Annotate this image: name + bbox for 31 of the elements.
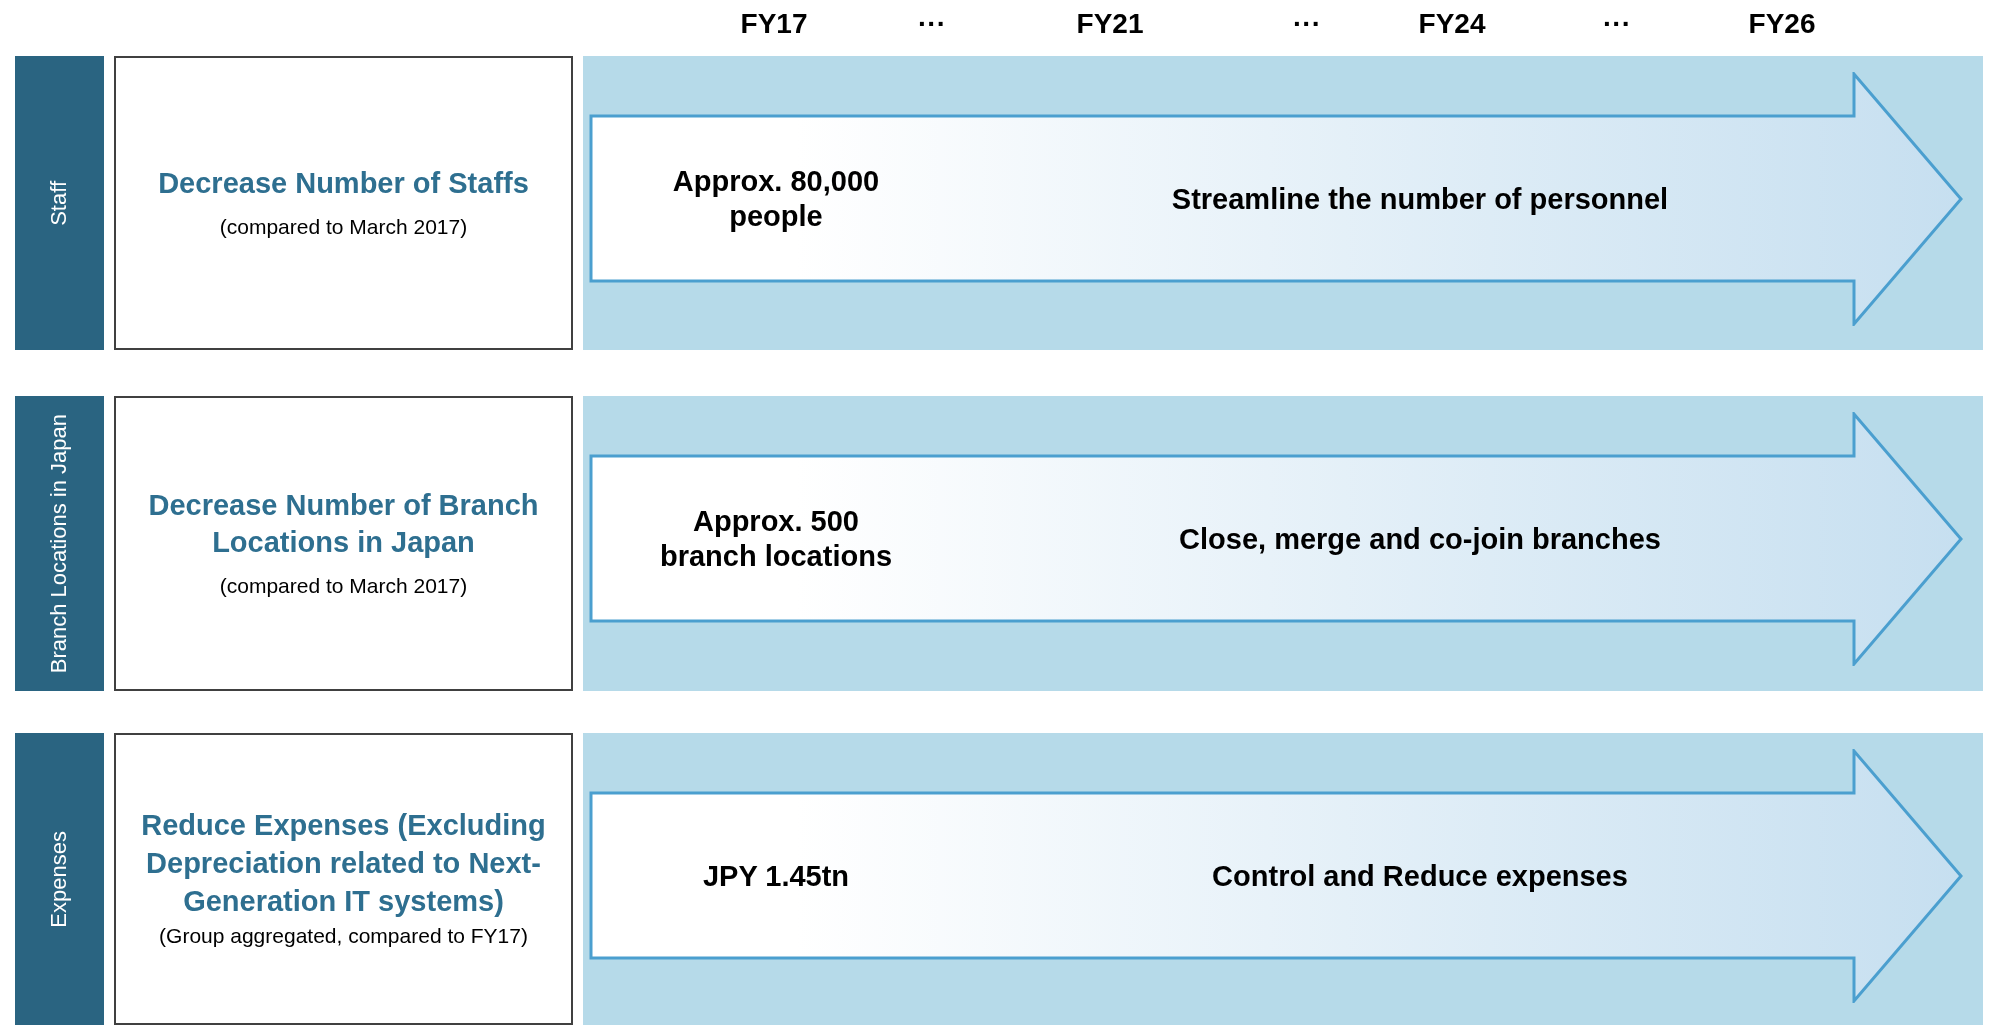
- category-band: [15, 56, 104, 350]
- goal-note: (compared to March 2017): [219, 213, 468, 240]
- category-band: [15, 396, 104, 691]
- fy-label: FY17: [740, 8, 808, 40]
- goal-note: (compared to March 2017): [219, 573, 468, 599]
- ellipsis: ···: [1293, 8, 1321, 40]
- category-band: [15, 733, 104, 1025]
- fy-label: FY21: [1076, 8, 1144, 40]
- baseline-value: Approx. 80,000 people: [671, 164, 881, 234]
- goal-note: (Group aggregated, compared to FY17): [159, 923, 528, 950]
- goal-box: [114, 56, 573, 350]
- ellipsis: ···: [1603, 8, 1631, 40]
- goal-title: Reduce Expenses (Excluding Depreciation related to Next-Generation IT systems): [140, 808, 547, 919]
- timeline-arrow: [589, 412, 1964, 666]
- goal-title: Decrease Number of Branch Locations in Japan: [147, 487, 540, 561]
- fy-label: FY24: [1418, 8, 1486, 40]
- baseline-value: Approx. 500 branch locations: [658, 504, 893, 574]
- goal-title: Decrease Number of Staffs: [158, 166, 529, 201]
- category-label: Expenses: [46, 830, 73, 928]
- action-text: Control and Reduce expenses: [1211, 858, 1629, 894]
- action-text: Streamline the number of personnel: [1170, 181, 1670, 217]
- baseline-value: JPY 1.45tn: [701, 858, 851, 894]
- category-label: Staff: [46, 180, 73, 226]
- ellipsis: ···: [918, 8, 946, 40]
- timeline-arrow: [589, 72, 1964, 326]
- category-label: Branch Locations in Japan: [46, 413, 73, 674]
- action-text: Close, merge and co-join branches: [1178, 521, 1662, 557]
- fy-label: FY26: [1748, 8, 1816, 40]
- timeline-arrow: [589, 749, 1964, 1003]
- goal-box: [114, 396, 573, 691]
- goal-box: [114, 733, 573, 1025]
